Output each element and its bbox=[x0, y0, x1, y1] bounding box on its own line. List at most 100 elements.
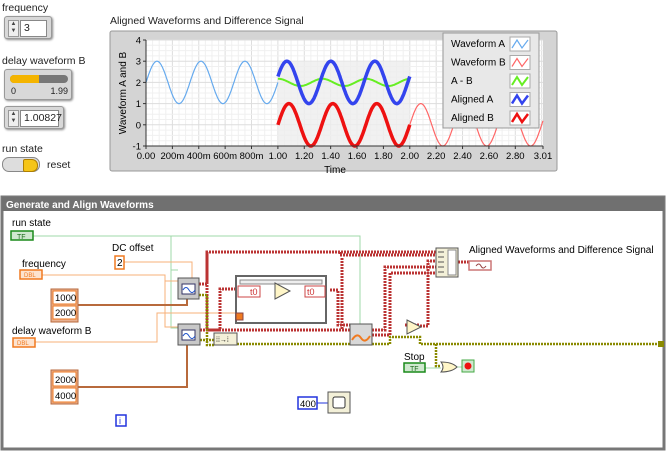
x-tick-label: 1.80 bbox=[374, 151, 393, 162]
slider-max: 1.99 bbox=[50, 86, 68, 96]
x-tick-label: 1.20 bbox=[295, 151, 314, 162]
subtract-node[interactable] bbox=[406, 319, 423, 335]
dc-offset-label: DC offset bbox=[112, 243, 154, 254]
x-tick-label: 0.00 bbox=[137, 151, 156, 162]
reset-label: reset bbox=[47, 159, 71, 171]
svg-text:2: 2 bbox=[117, 258, 123, 269]
y-tick-label: 1 bbox=[136, 99, 141, 110]
legend-line-icon bbox=[510, 111, 529, 125]
x-tick-label: 600m bbox=[213, 151, 237, 162]
stop-label: Stop bbox=[404, 352, 425, 363]
svg-text:2000: 2000 bbox=[55, 308, 76, 319]
delay-input[interactable]: 1.00827 bbox=[20, 110, 62, 127]
y-tick-label: 2 bbox=[136, 78, 141, 89]
frequency-input[interactable]: 3 bbox=[20, 20, 47, 37]
run-state-toggle[interactable] bbox=[2, 157, 40, 172]
x-tick-label: 1.60 bbox=[348, 151, 367, 162]
y-axis-label: Waveform A and B bbox=[118, 51, 129, 134]
legend-line-icon bbox=[510, 93, 529, 106]
array-constant-2[interactable]: 2000 4000 bbox=[50, 369, 79, 405]
y-tick-label: 3 bbox=[136, 57, 141, 68]
x-tick-label: 2.00 bbox=[401, 151, 420, 162]
svg-text:1000: 1000 bbox=[55, 293, 76, 304]
frequency-terminal-label: frequency bbox=[22, 259, 66, 270]
x-tick-label: 400m bbox=[187, 151, 211, 162]
legend[interactable]: Waveform A Waveform B A - B Aligned A Aligne… bbox=[442, 32, 540, 129]
diagram-title: Generate and Align Waveforms bbox=[6, 200, 154, 211]
run-state-terminal[interactable]: TF bbox=[10, 230, 34, 241]
svg-text:TF: TF bbox=[410, 366, 419, 373]
simulate-signal-b-node[interactable] bbox=[177, 323, 201, 346]
svg-text:⁞⁞→⁞: ⁞⁞→⁞ bbox=[216, 337, 229, 344]
x-tick-label: 200m bbox=[160, 151, 184, 162]
svg-text:4000: 4000 bbox=[55, 391, 76, 402]
align-waveforms-node[interactable] bbox=[349, 323, 373, 346]
frequency-label: frequency bbox=[2, 2, 49, 14]
y-tick-label: 0 bbox=[136, 120, 141, 131]
legend-label: Waveform B bbox=[451, 58, 506, 69]
delay-slider[interactable]: 0 1.99 bbox=[4, 69, 72, 100]
increment-decrement-icon[interactable]: ▲▼ bbox=[8, 20, 19, 37]
series-line-4 bbox=[276, 101, 412, 148]
stop-terminal[interactable]: TF bbox=[403, 362, 426, 373]
loop-tunnel bbox=[658, 341, 664, 347]
x-tick-label: 2.60 bbox=[480, 151, 499, 162]
slider-fill bbox=[10, 75, 40, 83]
svg-text:TF: TF bbox=[17, 234, 26, 241]
x-axis-label: Time bbox=[324, 165, 346, 176]
increment-decrement-icon[interactable]: ▲▼ bbox=[8, 110, 19, 127]
wait-timer-icon[interactable] bbox=[327, 391, 351, 414]
x-tick-label: 1.40 bbox=[321, 151, 340, 162]
x-tick-label: 2.80 bbox=[506, 151, 525, 162]
series-line-3 bbox=[276, 59, 412, 106]
legend-label: Aligned B bbox=[451, 113, 494, 124]
delay-numeric[interactable]: ▲▼ 1.00827 bbox=[4, 106, 64, 129]
legend-label: A - B bbox=[451, 76, 473, 87]
graph-terminal-label: Aligned Waveforms and Difference Signal bbox=[469, 245, 654, 256]
add-node bbox=[274, 282, 292, 300]
x-tick-label: 2.20 bbox=[427, 151, 446, 162]
iteration-terminal: i bbox=[115, 414, 127, 427]
svg-text:t0: t0 bbox=[250, 287, 258, 297]
svg-text:DBL: DBL bbox=[24, 273, 36, 279]
simulate-signal-a-node[interactable] bbox=[177, 277, 200, 300]
frequency-control[interactable]: ▲▼ 3 bbox=[4, 16, 52, 39]
legend-line-icon bbox=[511, 57, 529, 68]
inplace-structure[interactable]: t0 t0 bbox=[235, 275, 327, 324]
svg-text:DBL: DBL bbox=[17, 341, 29, 347]
svg-text:400: 400 bbox=[300, 399, 316, 410]
legend-label: Waveform A bbox=[451, 39, 505, 50]
array-constant-1[interactable]: 1000 2000 bbox=[50, 288, 79, 323]
delay-terminal[interactable]: DBL bbox=[12, 337, 36, 348]
legend-line-icon bbox=[511, 75, 529, 87]
or-gate-node[interactable] bbox=[439, 361, 458, 373]
x-tick-label: 3.01 bbox=[534, 151, 553, 162]
x-tick-label: 2.40 bbox=[453, 151, 472, 162]
run-state-label: run state bbox=[2, 143, 43, 155]
x-tick-label: 1.00 bbox=[269, 151, 288, 162]
slider-track[interactable] bbox=[10, 75, 68, 83]
delay-waveform-b-label: delay waveform B bbox=[2, 55, 86, 67]
series-line-0 bbox=[145, 60, 279, 105]
legend-line-icon bbox=[511, 38, 529, 50]
run-state-terminal-label: run state bbox=[12, 218, 51, 229]
legend-label: Aligned A bbox=[451, 95, 494, 106]
graph-title: Aligned Waveforms and Difference Signal bbox=[110, 15, 304, 27]
wait-ms-constant[interactable]: 400 bbox=[297, 396, 318, 410]
merge-errors-node[interactable]: ⁞⁞→⁞ bbox=[213, 332, 238, 346]
dc-offset-constant[interactable]: 2 bbox=[114, 255, 125, 270]
svg-text:i: i bbox=[119, 416, 121, 426]
diagram-title-bar bbox=[2, 197, 664, 211]
svg-text:t0: t0 bbox=[307, 287, 315, 297]
graph-terminal[interactable] bbox=[468, 260, 492, 271]
build-array-node[interactable] bbox=[435, 247, 459, 278]
frequency-terminal[interactable]: DBL bbox=[19, 269, 43, 280]
y-tick-label: 4 bbox=[136, 36, 141, 47]
delay-terminal-label: delay waveform B bbox=[12, 326, 92, 337]
loop-condition-stop-icon[interactable] bbox=[461, 359, 475, 373]
svg-text:2000: 2000 bbox=[55, 375, 76, 386]
x-tick-label: 800m bbox=[240, 151, 264, 162]
